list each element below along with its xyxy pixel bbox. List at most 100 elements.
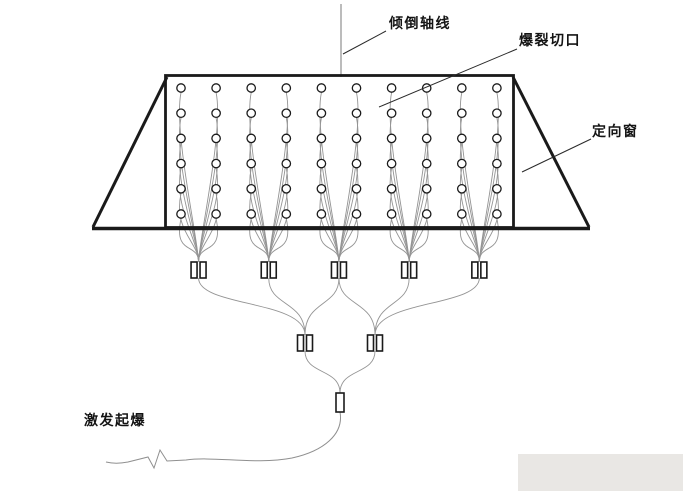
relay-connector (339, 261, 348, 279)
borehole (456, 133, 467, 144)
bundle-cord (304, 277, 340, 336)
borehole (281, 83, 292, 93)
borehole (351, 108, 362, 119)
fan-cord (478, 92, 499, 263)
relay-connector (260, 261, 269, 279)
borehole (211, 108, 221, 119)
borehole (386, 209, 397, 219)
borehole (421, 183, 432, 194)
borehole (176, 183, 186, 194)
borehole (176, 209, 186, 219)
bundle-cord (268, 277, 306, 336)
borehole (386, 133, 397, 144)
relay-connector (471, 261, 479, 279)
borehole (316, 209, 327, 219)
relay-connector (330, 261, 339, 279)
borehole (316, 108, 327, 119)
borehole (421, 108, 432, 119)
borehole (281, 133, 292, 144)
borehole (386, 183, 397, 194)
borehole (211, 83, 221, 93)
borehole (351, 133, 362, 144)
borehole (246, 209, 257, 219)
fan-cord (249, 92, 270, 263)
bundle-cord (338, 277, 376, 336)
relay-connectors (190, 261, 488, 413)
borehole (386, 108, 397, 119)
tipping-axis-leader (342, 30, 387, 55)
relay-connector (190, 261, 198, 279)
fan-cord (408, 92, 429, 263)
borehole (316, 83, 327, 93)
bundle-cord (374, 277, 480, 336)
relay-connector (375, 334, 384, 352)
borehole (211, 183, 221, 194)
relay-connector (480, 261, 488, 279)
borehole (492, 83, 502, 93)
borehole (176, 133, 186, 144)
bundle-cord (374, 277, 410, 336)
label-trigger-detonation: 激发起爆 (84, 413, 146, 429)
borehole (456, 158, 467, 169)
borehole (281, 183, 292, 194)
label-blast-cut: 爆裂切口 (519, 33, 581, 49)
borehole (176, 83, 186, 93)
borehole (246, 83, 257, 93)
borehole (492, 133, 502, 144)
blast-cut-leader (378, 48, 518, 108)
borehole (316, 158, 327, 169)
borehole (281, 108, 292, 119)
borehole (246, 133, 257, 144)
structure-outline (91, 74, 591, 231)
borehole (456, 108, 467, 119)
borehole-grid (176, 83, 502, 219)
borehole (386, 83, 397, 93)
relay-connector (400, 261, 409, 279)
borehole (176, 108, 186, 119)
relay-connector (199, 261, 207, 279)
fan-cord (268, 92, 289, 263)
borehole (176, 158, 186, 169)
bundle-cord (304, 350, 341, 394)
relay-connector (409, 261, 418, 279)
borehole (492, 108, 502, 119)
borehole (351, 83, 362, 93)
borehole (246, 158, 257, 169)
borehole (316, 133, 327, 144)
borehole (351, 183, 362, 194)
label-directional-window: 定向窗 (592, 124, 639, 140)
watermark-block (518, 454, 683, 491)
fan-cord (338, 92, 359, 263)
relay-connector (296, 334, 305, 352)
borehole (492, 158, 502, 169)
borehole (386, 158, 397, 169)
fan-cord (459, 92, 480, 263)
borehole (351, 209, 362, 219)
fan-cord (389, 92, 410, 263)
fan-cord (198, 92, 219, 263)
borehole (456, 83, 467, 93)
borehole (421, 158, 432, 169)
borehole (281, 209, 292, 219)
borehole (246, 183, 257, 194)
relay-connector (305, 334, 314, 352)
borehole (421, 133, 432, 144)
right-slope-line (511, 76, 591, 228)
borehole (456, 183, 467, 194)
fan-cord (319, 92, 340, 263)
detonating-cords (179, 92, 499, 394)
left-slope-line (91, 76, 169, 228)
borehole (246, 108, 257, 119)
bundle-cord (198, 277, 306, 336)
directional-window-leader (521, 138, 592, 173)
relay-connector (366, 334, 375, 352)
borehole (281, 158, 292, 169)
borehole (316, 183, 327, 194)
borehole (211, 209, 221, 219)
bundle-cord (339, 350, 376, 394)
borehole (421, 209, 432, 219)
borehole (456, 209, 467, 219)
relay-connector (269, 261, 278, 279)
